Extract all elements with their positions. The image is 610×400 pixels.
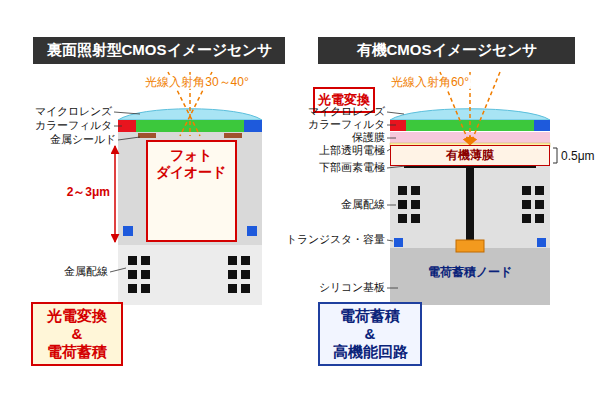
node-text: 電荷蓄積 & 高機能回路 [331,307,409,361]
silicon-layer [118,132,262,245]
leader-line [387,112,404,114]
red-filter [390,120,406,131]
silicon-substrate [390,248,550,305]
dimension-arrow [114,146,116,242]
part-label: 金属配線 [64,265,108,278]
part-label: 上部透明電極 [319,144,385,157]
part-label: カラーフィルタ [308,118,385,131]
wiring-square [141,270,150,279]
leader-line [387,138,396,139]
part-label: 金属配線 [341,198,385,211]
wiring-square [411,214,420,223]
wiring-square [411,200,420,209]
thickness-bracket [553,148,557,163]
node-text: 有機薄膜 [446,149,494,162]
wiring-square [522,214,531,223]
wiring-square [241,284,250,293]
node-text: フォト ダイオード [152,147,230,181]
part-label: トランジスタ・容量 [286,233,385,246]
blue-filter [534,120,550,131]
wiring-square [128,270,137,279]
part-label: マイクロレンズ [35,105,112,118]
wiring-square [522,200,531,209]
leader-line [387,166,406,168]
dimension-label: 2～3μm [67,185,110,199]
leader-line [114,112,140,114]
wiring-square [228,256,237,265]
part-label: カラーフィルタ [35,119,112,132]
incidence-angle: 光線入射角60° [389,75,471,89]
blue-filter [244,120,262,132]
metal-shield [224,133,242,138]
wiring-square [411,186,420,195]
wiring-square [128,256,137,265]
light-ray [470,72,500,145]
panel-heading: 裏面照射型CMOSイメージセンサ [33,37,285,64]
wiring-square [228,270,237,279]
transistor-gate [247,226,257,236]
wiring-square [398,186,407,195]
leader-line [110,268,126,272]
wiring-square [535,186,544,195]
wiring-square [522,186,531,195]
function-box: 電荷蓄積 & 高機能回路 [318,302,422,366]
part-label: 金属シールド [50,133,116,146]
wiring-square [241,256,250,265]
panel-heading: 有機CMOSイメージセンサ [318,37,575,64]
storage-node [456,240,484,252]
wiring-square [398,200,407,209]
leader-line [387,205,396,206]
metal-wiring [398,186,544,223]
wiring-square [398,214,407,223]
metal-shield [138,133,156,138]
function-box: 光電変換 & 電荷蓄積 [31,302,123,366]
transistor-gate [123,226,133,236]
wiring-square [128,284,137,293]
part-label: 下部画素電極 [319,161,385,174]
leader-line [387,125,396,126]
part-label: マイクロレンズ [308,105,385,118]
node-text: 光電変換 & 電荷蓄積 [38,307,116,361]
metal-wiring [128,256,250,293]
photodiode-box: フォト ダイオード [146,140,237,242]
wiring-square [141,284,150,293]
leader-line [114,126,122,127]
wiring-square [535,214,544,223]
transistor-gate [537,238,546,247]
node-text: 有機CMOSイメージセンサ [357,41,537,60]
transistor-gate [394,238,403,247]
wiring-square [241,270,250,279]
leader-line [118,137,140,140]
dimension-label: 0.5μm [561,149,595,163]
leader-line [387,240,393,241]
wiring-layer [118,245,262,305]
part-label: 電荷蓄積ノード [428,265,512,279]
node-text: 裏面照射型CMOSイメージセンサ [47,41,272,60]
wiring-square [228,284,237,293]
wiring-square [141,256,150,265]
leader-line [387,288,398,289]
wiring-layer [390,165,550,248]
wiring-square [535,200,544,209]
organic-film: 有機薄膜 [390,145,550,166]
via [466,168,474,240]
incidence-angle: 光線入射角30～40° [143,75,251,89]
part-label: 保護膜 [352,131,385,144]
part-label: シリコン基板 [319,281,385,294]
